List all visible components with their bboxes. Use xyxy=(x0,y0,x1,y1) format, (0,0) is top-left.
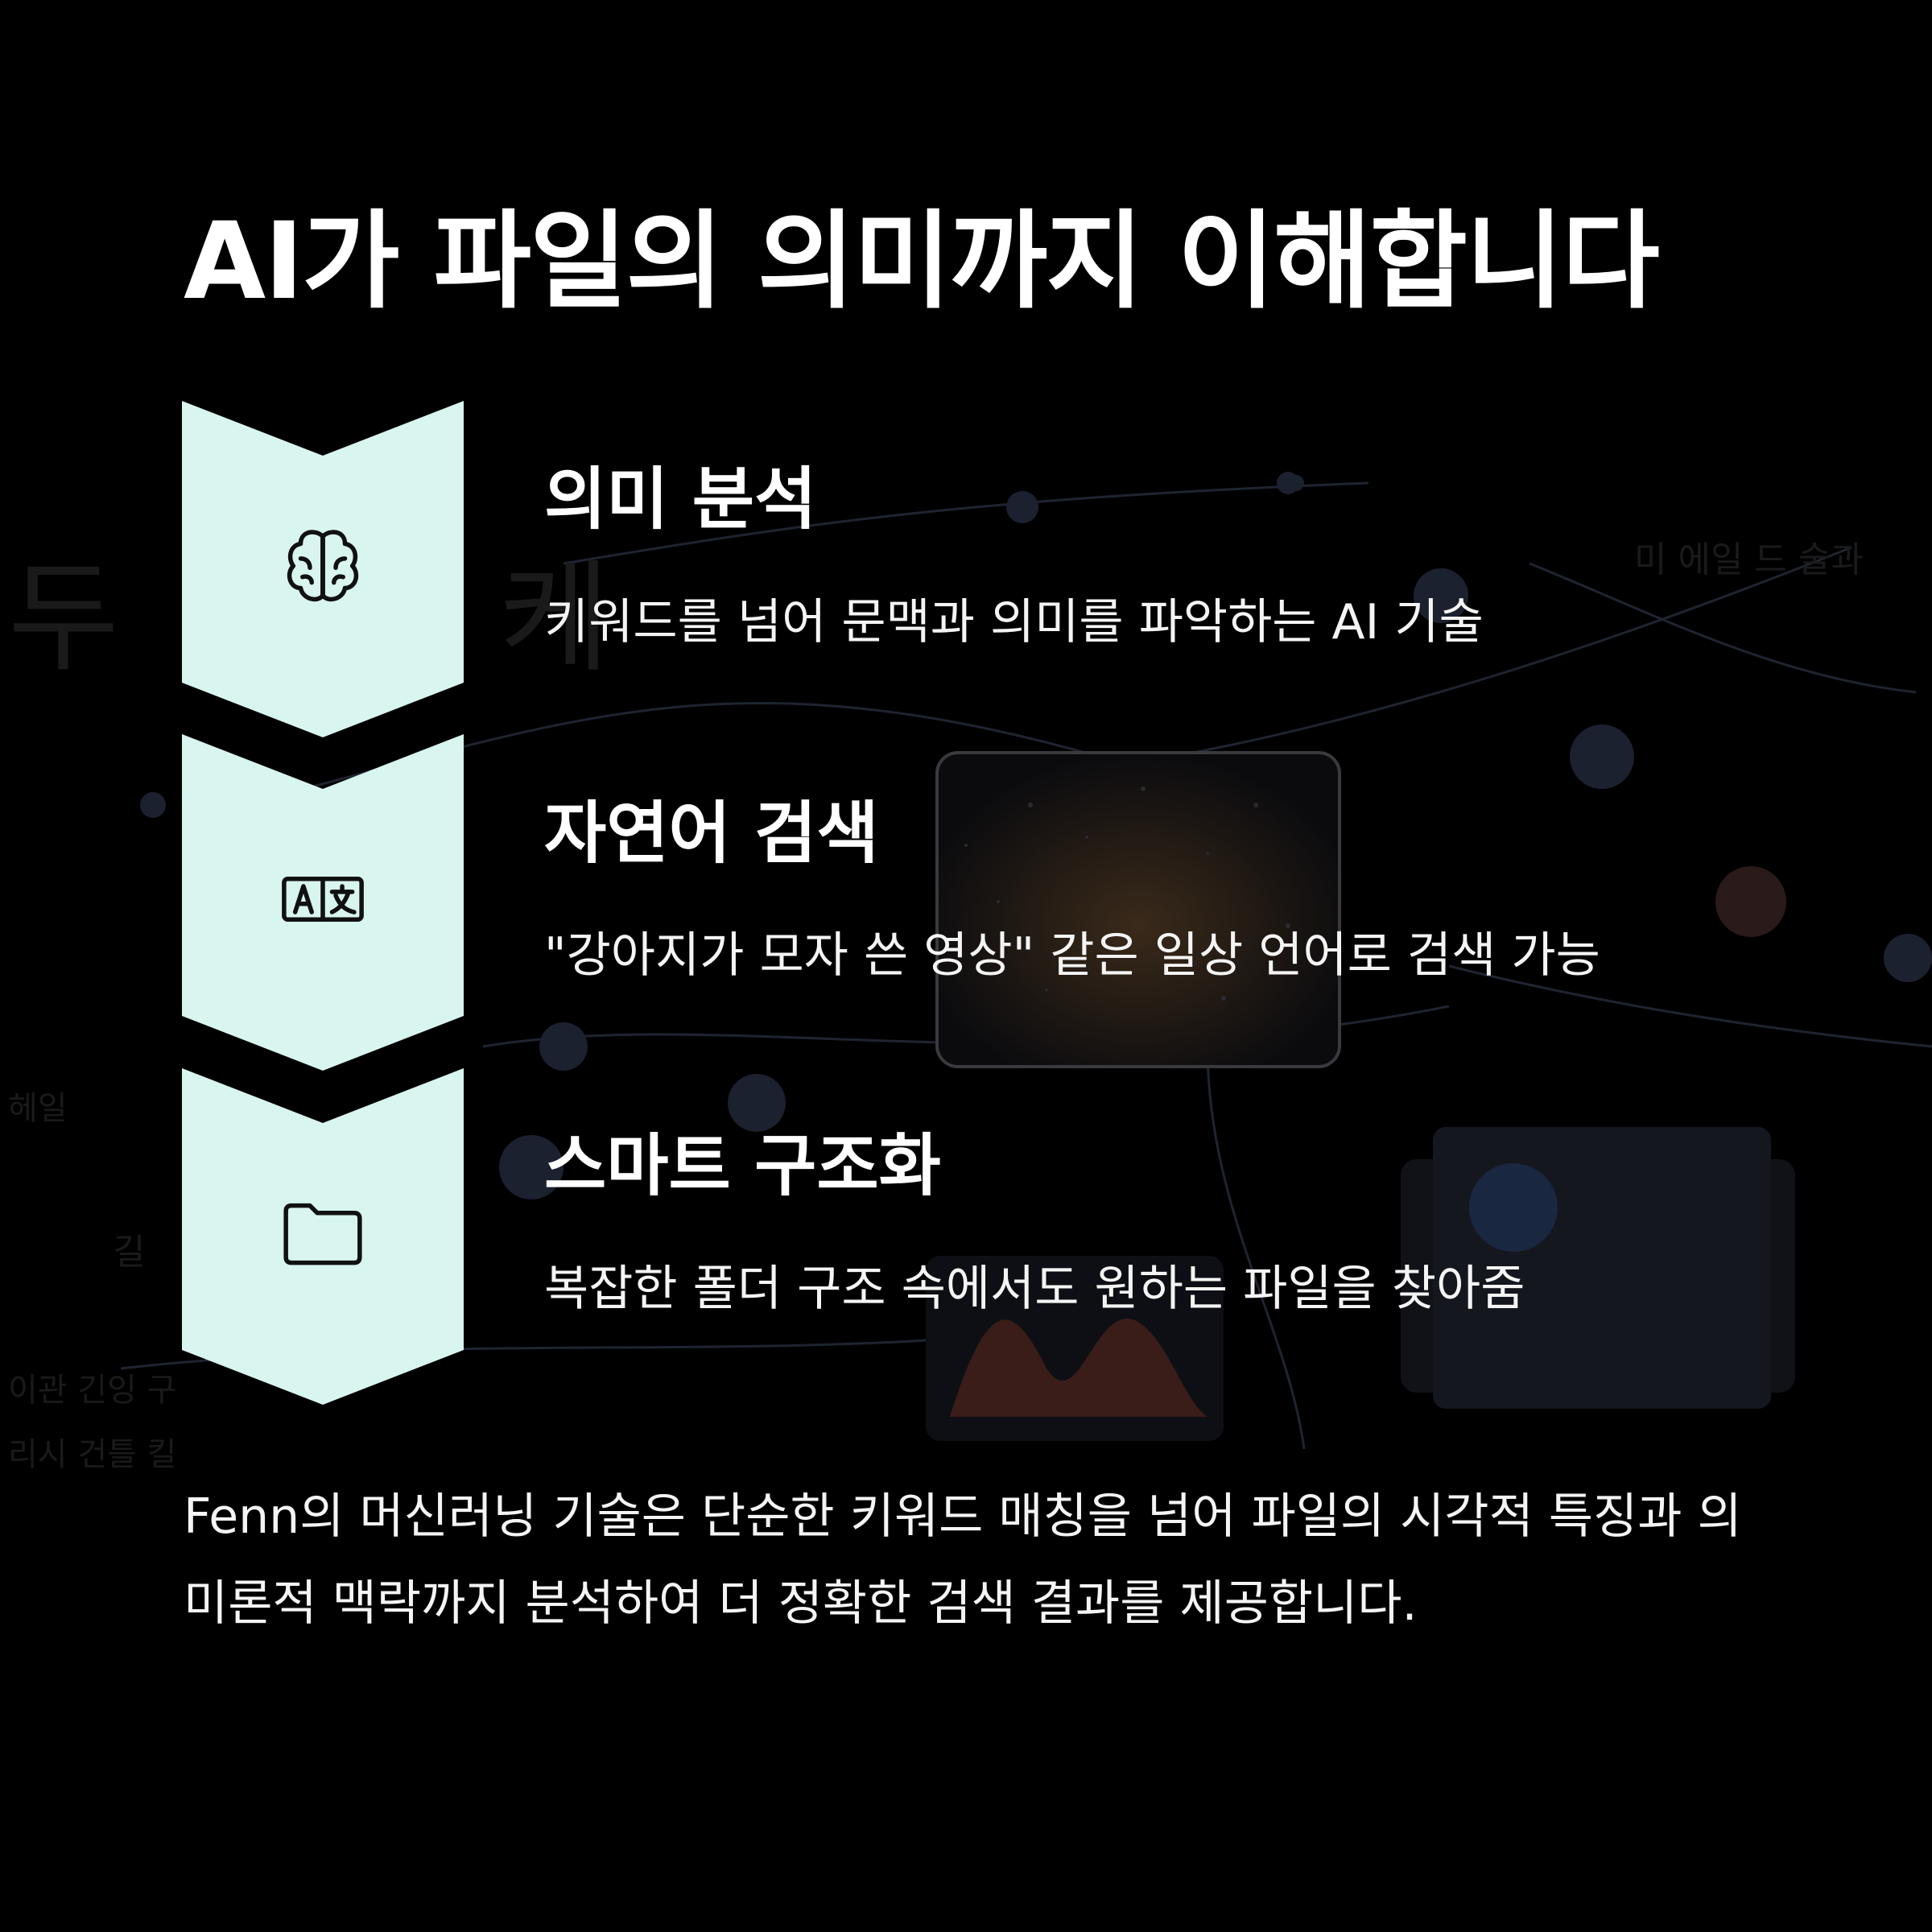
folder-icon xyxy=(283,1203,362,1265)
chevron-step-3 xyxy=(182,1068,464,1406)
feature-title-semantic-analysis: 의미 분석 xyxy=(544,460,817,539)
feature-title-natural-language-search: 자연어 검색 xyxy=(544,794,879,873)
svg-text:케: 케 xyxy=(499,549,610,689)
summary-paragraph: Fenn의 머신러닝 기술은 단순한 키워드 매칭을 넘어 파일의 시각적 특징… xyxy=(184,1488,1742,1632)
brain-icon xyxy=(287,530,359,602)
feature-title-smart-structuring: 스마트 구조화 xyxy=(544,1126,941,1205)
svg-text:리시 건틀 킬: 리시 건틀 킬 xyxy=(8,1436,176,1473)
translate-icon xyxy=(282,877,364,922)
feature-desc-semantic-analysis: 키워드를 넘어 문맥과 의미를 파악하는 AI 기술 xyxy=(544,594,1484,650)
page-title: AI가 파일의 의미까지 이해합니다 xyxy=(184,200,1660,324)
svg-text:두: 두 xyxy=(8,549,119,689)
chevron-step-2 xyxy=(182,734,464,1072)
feature-desc-natural-language-search: "강아지가 모자 쓴 영상" 같은 일상 언어로 검색 가능 xyxy=(544,927,1600,984)
svg-text:이관 긴잉 구: 이관 긴잉 구 xyxy=(8,1372,176,1409)
feature-desc-smart-structuring: 복잡한 폴더 구조 속에서도 원하는 파일을 찾아줌 xyxy=(544,1261,1525,1317)
chevron-shape xyxy=(182,1068,464,1405)
svg-text:헤일: 헤일 xyxy=(8,1090,68,1127)
svg-text:미 에일 드 술과: 미 에일 드 술과 xyxy=(1634,539,1864,580)
svg-text:길: 길 xyxy=(113,1232,145,1273)
chevron-step-1 xyxy=(182,401,464,739)
